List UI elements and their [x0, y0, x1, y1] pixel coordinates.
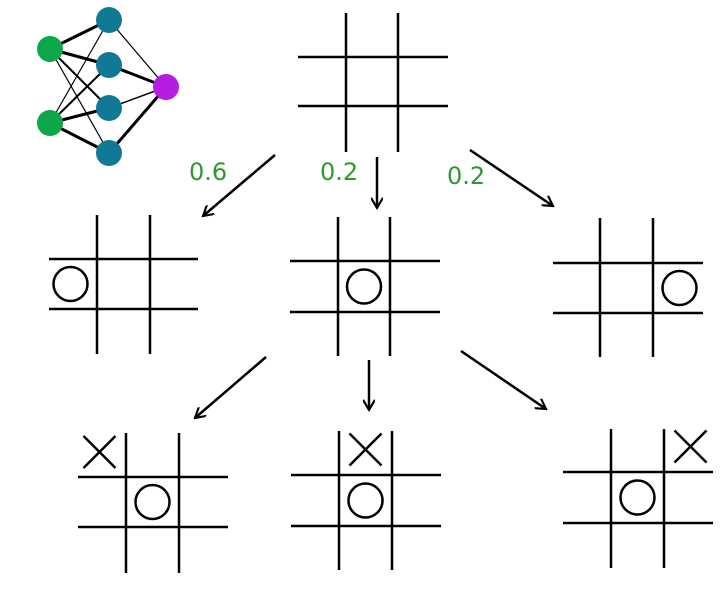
network-edge [49, 64, 110, 124]
network-nodes [37, 7, 179, 166]
second-move-board-left [78, 433, 228, 573]
o-mark [661, 269, 698, 307]
output-node [153, 74, 179, 100]
o-mark [619, 479, 656, 516]
o-mark [345, 268, 383, 305]
root-board [298, 13, 448, 152]
network-edge [107, 86, 168, 154]
network-connections [49, 18, 168, 155]
second-move-board-center [291, 431, 441, 570]
x-mark-stroke [348, 432, 383, 467]
input-node [37, 36, 63, 62]
first-move-board-right [553, 218, 703, 357]
first-move-board-left [49, 215, 198, 354]
arrow-to-second-left-board [195, 356, 267, 418]
input-node [37, 110, 63, 136]
probability-label-right: 0.2 [447, 162, 485, 190]
first-move-board-center [290, 217, 440, 356]
o-mark [134, 483, 171, 521]
x-mark-stroke [673, 429, 708, 464]
arrow-to-right-board [469, 148, 553, 206]
hidden-node [96, 95, 122, 121]
hidden-node [96, 140, 122, 166]
first-move-arrows [203, 148, 553, 216]
probability-label-left: 0.6 [189, 158, 227, 186]
o-mark [347, 482, 384, 519]
probability-label-center: 0.2 [320, 158, 358, 186]
second-move-board-right [563, 429, 713, 568]
arrow-to-left-board [203, 154, 276, 216]
network-edge [49, 48, 110, 109]
network-edge [49, 48, 110, 154]
o-mark [52, 265, 89, 303]
hidden-node [96, 52, 122, 78]
arrow-to-second-right-board [460, 349, 546, 409]
hidden-node [96, 7, 122, 33]
network-edge [49, 19, 110, 124]
second-move-arrows [195, 349, 546, 418]
x-mark-stroke [82, 435, 117, 469]
neural-network-icon [37, 7, 179, 166]
network-edge [108, 19, 167, 88]
